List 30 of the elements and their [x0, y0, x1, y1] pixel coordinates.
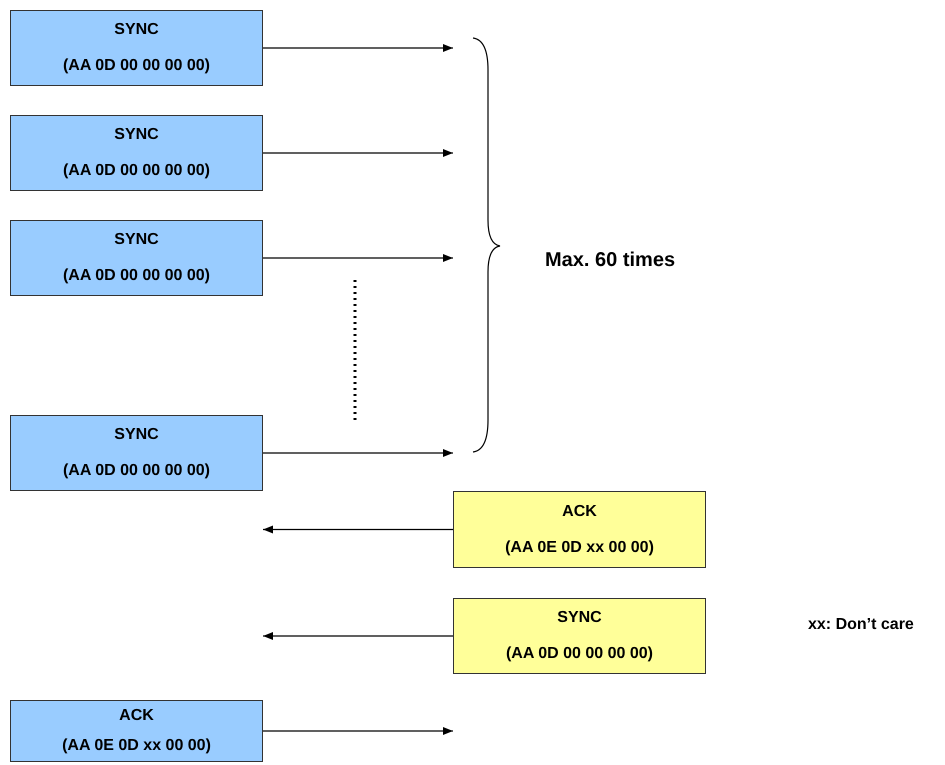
- arrow: [263, 44, 453, 52]
- message-box: [10, 700, 263, 762]
- message-name: SYNC: [114, 125, 159, 145]
- arrow: [263, 526, 453, 534]
- message-bytes: (AA 0E 0D xx 00 00): [62, 736, 211, 756]
- legend-note: xx: Don’t care: [808, 616, 914, 634]
- message-box: [453, 491, 706, 568]
- message-name: SYNC: [114, 230, 159, 250]
- message-name: SYNC: [114, 425, 159, 445]
- message-bytes: (AA 0D 00 00 00 00): [62, 266, 210, 286]
- message-box: [10, 115, 263, 191]
- message-box: [453, 598, 706, 674]
- message-box: [10, 415, 263, 491]
- message-name: SYNC: [114, 20, 159, 40]
- arrow: [263, 254, 453, 262]
- message-bytes: (AA 0D 00 00 00 00): [62, 161, 210, 181]
- message-bytes: (AA 0D 00 00 00 00): [62, 56, 210, 76]
- message-name: SYNC: [557, 608, 602, 628]
- arrow: [263, 632, 453, 640]
- message-box: [10, 10, 263, 86]
- arrow: [263, 727, 453, 735]
- message-name: ACK: [119, 706, 154, 726]
- message-bytes: (AA 0D 00 00 00 00): [506, 644, 654, 664]
- arrow: [263, 449, 453, 457]
- message-name: ACK: [562, 502, 597, 522]
- message-bytes: (AA 0E 0D xx 00 00): [505, 538, 654, 558]
- message-bytes: (AA 0D 00 00 00 00): [62, 461, 210, 481]
- arrow: [263, 149, 453, 157]
- message-box: [10, 220, 263, 296]
- repeat-note: Max. 60 times: [545, 249, 676, 272]
